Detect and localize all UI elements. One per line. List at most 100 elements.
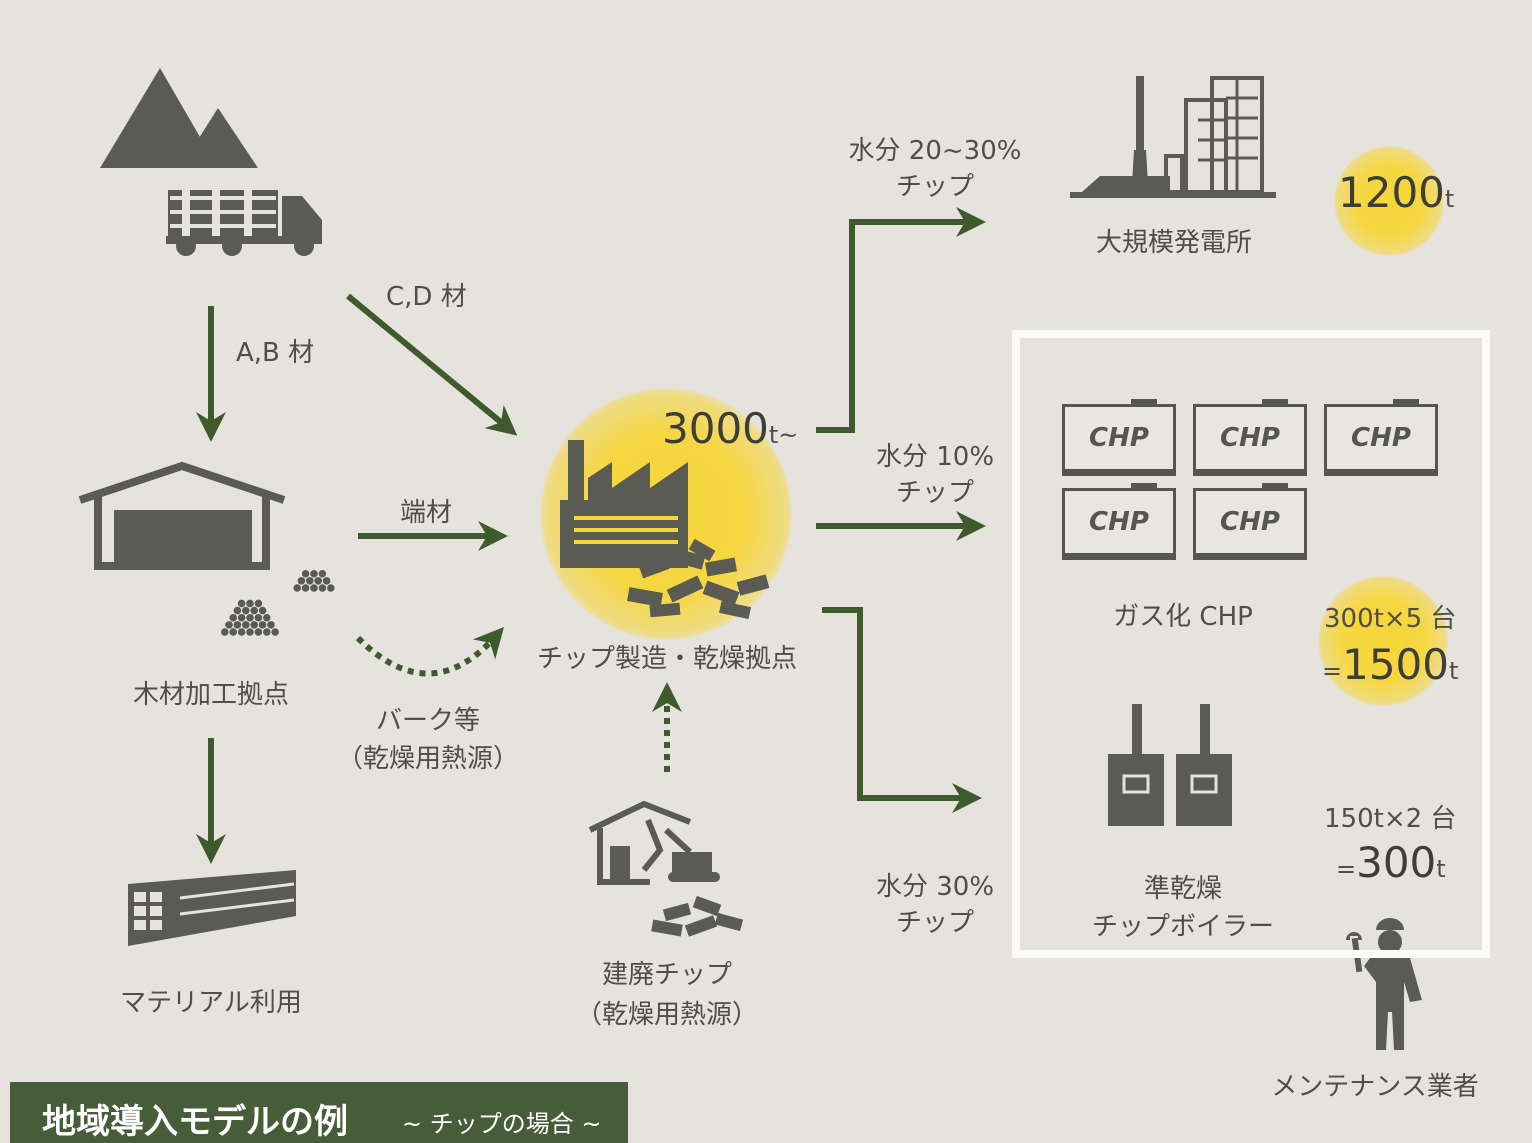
chp-unit: CHP <box>1193 483 1307 556</box>
label-waste-chip: 建廃チップ <box>601 960 733 990</box>
log-end <box>327 584 335 592</box>
log-end <box>271 628 279 636</box>
label-ab-material: A,B 材 <box>236 338 315 368</box>
log-end <box>246 628 254 636</box>
log-end <box>254 628 263 636</box>
log-end <box>301 569 310 578</box>
value-boiler-total: =300t <box>1336 842 1446 884</box>
label-chip-base: チップ製造・乾燥拠点 <box>536 644 798 674</box>
page-title: 地域導入モデルの例 <box>42 1102 348 1142</box>
arrow-boiler <box>822 607 982 813</box>
lumber-icon <box>128 870 296 946</box>
log-end <box>254 613 263 622</box>
log-end <box>267 621 275 629</box>
log-end <box>301 584 310 592</box>
value-chp-breakdown: 300t×5 台 <box>1324 604 1457 634</box>
arrow-cd <box>346 293 518 436</box>
value-power-unit: t <box>1444 185 1455 213</box>
page-subtitle: ~ チップの場合 ~ <box>402 1110 602 1138</box>
demolition-icon <box>588 800 692 885</box>
label-sawmill: 木材加工拠点 <box>132 680 290 710</box>
value-boiler-number: 300 <box>1356 838 1437 887</box>
log-end <box>258 606 267 615</box>
chp-unit: CHP <box>1062 483 1176 556</box>
label-bark: バーク等 <box>375 706 481 736</box>
label-moisture-1: 水分 20~30% <box>848 136 1022 166</box>
label-waste-chip-note: （乾燥用熱源） <box>575 1000 759 1030</box>
log-end <box>310 569 318 578</box>
log-end <box>237 599 246 608</box>
label-boiler-1: 準乾燥 <box>1143 874 1223 904</box>
label-material-use: マテリアル利用 <box>120 988 302 1018</box>
chp-highlight <box>1318 576 1448 706</box>
log-end <box>242 606 250 615</box>
mountain-icon <box>100 68 258 168</box>
value-chp-number: 1500 <box>1342 640 1449 689</box>
waste-chip-icon <box>651 895 744 937</box>
log-end <box>306 577 314 585</box>
value-boiler-eq: = <box>1336 855 1357 883</box>
log-end <box>250 606 258 615</box>
chp-unit: CHP <box>1062 399 1176 472</box>
label-maintenance: メンテナンス業者 <box>1271 1072 1479 1102</box>
excavator-icon <box>663 827 720 882</box>
label-chip-3: チップ <box>895 908 975 938</box>
log-end <box>233 621 242 629</box>
log-end <box>246 613 254 622</box>
power-highlight <box>1334 146 1444 256</box>
log-end <box>254 599 263 608</box>
warehouse-icon <box>78 461 286 570</box>
log-end <box>263 628 271 636</box>
label-moisture-3: 水分 30% <box>875 872 995 902</box>
log-end <box>246 599 254 608</box>
chp-unit: CHP <box>1193 399 1307 472</box>
log-end <box>318 584 327 592</box>
label-boiler-2: チップボイラー <box>1091 912 1275 942</box>
value-boiler-unit: t <box>1436 855 1446 883</box>
value-base-number: 3000 <box>662 404 769 453</box>
worker-icon <box>1346 918 1422 1050</box>
log-end <box>250 621 258 629</box>
label-moisture-2: 水分 10% <box>875 442 995 472</box>
title-bar: 地域導入モデルの例 ~ チップの場合 ~ <box>10 1082 628 1143</box>
value-chp-total: =1500t <box>1322 644 1458 686</box>
value-base-unit: t~ <box>768 421 799 449</box>
boiler-icon <box>1108 704 1232 826</box>
log-end <box>237 628 246 636</box>
log-end <box>233 606 242 615</box>
label-cd-material: C,D 材 <box>386 282 467 312</box>
label-bark-note: （乾燥用熱源） <box>336 744 520 774</box>
log-end <box>229 628 237 636</box>
value-chp-unit: t <box>1449 657 1459 685</box>
log-end <box>225 621 233 629</box>
label-chip-2: チップ <box>895 478 975 508</box>
log-truck-icon <box>166 184 322 256</box>
small-scale-group-frame <box>1012 330 1490 958</box>
log-end <box>221 628 229 636</box>
value-boiler-breakdown: 150t×2 台 <box>1324 804 1457 834</box>
label-power-plant: 大規模発電所 <box>1095 228 1253 258</box>
log-end <box>293 584 301 592</box>
flow-arrows <box>196 207 986 864</box>
power-plant-icon <box>1070 76 1276 198</box>
log-end <box>242 621 250 629</box>
log-end <box>297 577 306 585</box>
log-end <box>322 577 331 585</box>
log-end <box>258 621 267 629</box>
log-end <box>318 569 327 578</box>
value-power: 1200t <box>1338 172 1454 214</box>
log-end <box>229 613 237 622</box>
value-power-number: 1200 <box>1338 168 1445 217</box>
value-chp-eq: = <box>1322 657 1343 685</box>
label-gas-chp: ガス化 CHP <box>1113 602 1253 632</box>
arrow-power <box>816 207 986 433</box>
label-offcuts: 端材 <box>400 498 453 528</box>
chp-unit: CHP <box>1324 399 1438 472</box>
value-base: 3000t~ <box>662 408 798 450</box>
log-end <box>314 577 322 585</box>
log-end <box>237 613 246 622</box>
log-end <box>263 613 271 622</box>
label-chip-1: チップ <box>895 172 975 202</box>
log-end <box>310 584 318 592</box>
